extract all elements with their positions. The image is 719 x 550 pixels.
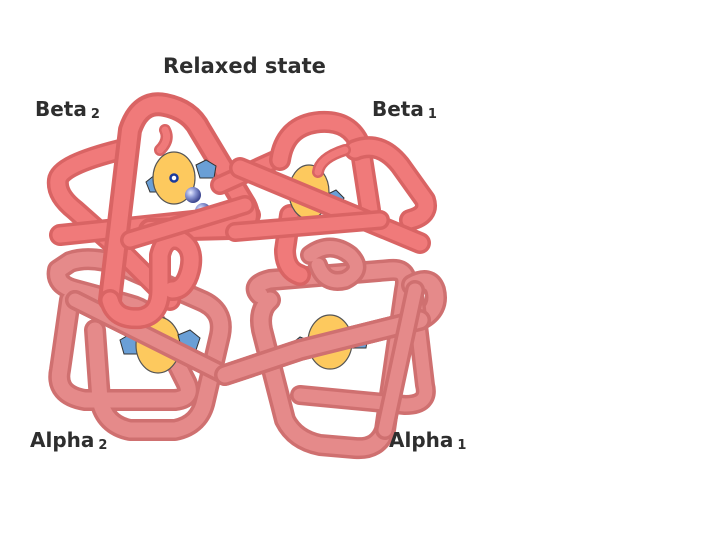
iron-icon bbox=[169, 173, 179, 183]
oxygen-icon bbox=[185, 187, 201, 203]
subunit-index: 2 bbox=[98, 438, 108, 453]
subunit-name: Alpha bbox=[30, 428, 95, 452]
subunit-index: 2 bbox=[90, 107, 100, 122]
subunit-name: Beta bbox=[35, 97, 87, 121]
beta-1-chain bbox=[269, 110, 437, 286]
subunit-index: 1 bbox=[427, 107, 437, 122]
subunit-index: 1 bbox=[457, 438, 467, 453]
subunit-name: Beta bbox=[372, 97, 424, 121]
diagram-title: Relaxed state bbox=[163, 54, 326, 78]
subunit-name: Alpha bbox=[389, 428, 454, 452]
